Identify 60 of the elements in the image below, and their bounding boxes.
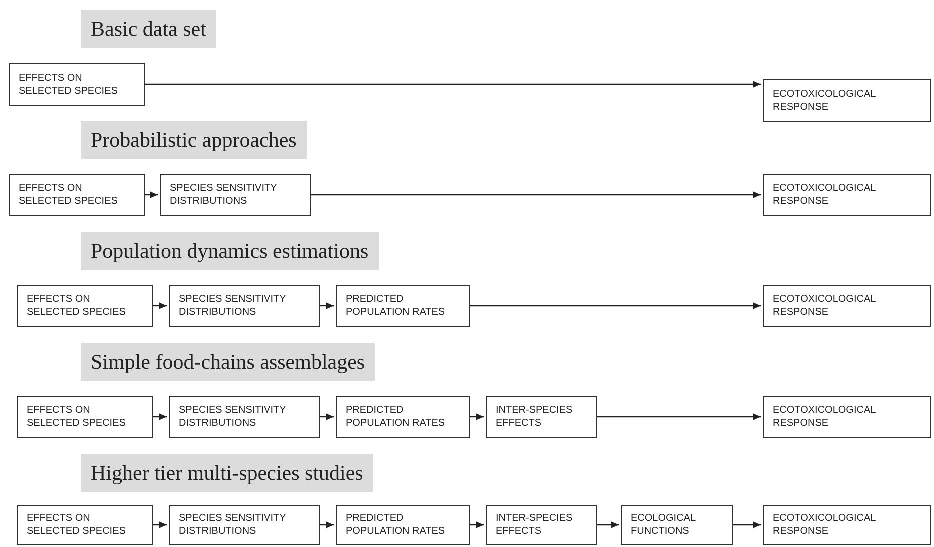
- box-label: ECOLOGICAL FUNCTIONS: [631, 512, 697, 538]
- process-box: [169, 396, 320, 438]
- box-label: EFFECTS ON SELECTED SPECIES: [27, 404, 127, 430]
- arrow: [311, 192, 761, 198]
- process-box: [336, 505, 470, 545]
- process-box: [763, 396, 931, 438]
- arrow: [145, 81, 761, 88]
- process-box: [336, 396, 470, 438]
- box-label: SPECIES SENSITIVITY DISTRIBUTIONS: [179, 404, 288, 430]
- arrow: [597, 414, 761, 420]
- process-box: [169, 505, 320, 545]
- process-box: [763, 285, 931, 327]
- process-box: [763, 505, 931, 545]
- box-label: PREDICTED POPULATION RATES: [346, 512, 446, 538]
- process-box: [17, 396, 153, 438]
- arrow: [597, 522, 619, 528]
- section-heading: Basic data set: [81, 10, 216, 48]
- process-box: [9, 174, 145, 216]
- arrow: [320, 522, 334, 528]
- arrow: [320, 414, 334, 420]
- arrow: [153, 302, 167, 310]
- section-heading: Simple food-chains assemblages: [81, 343, 376, 381]
- process-box: [17, 285, 153, 327]
- box-label: EFFECTS ON SELECTED SPECIES: [27, 512, 127, 538]
- process-box: [763, 79, 931, 122]
- process-box: [336, 285, 470, 327]
- process-box: [160, 174, 311, 216]
- box-label: ECOTOXICOLOGICAL RESPONSE: [773, 293, 877, 319]
- box-label: INTER-SPECIES EFFECTS: [496, 404, 574, 430]
- arrow: [470, 414, 484, 420]
- box-label: SPECIES SENSITIVITY DISTRIBUTIONS: [179, 293, 288, 319]
- process-box: [763, 174, 931, 216]
- process-box: [486, 396, 597, 438]
- section-heading: Probabilistic approaches: [81, 121, 307, 159]
- arrow: [153, 414, 167, 420]
- arrow: [145, 192, 158, 198]
- box-label: EFFECTS ON SELECTED SPECIES: [19, 72, 119, 98]
- box-label: PREDICTED POPULATION RATES: [346, 293, 446, 319]
- box-label: ECOTOXICOLOGICAL RESPONSE: [773, 404, 877, 430]
- section-heading: Population dynamics estimations: [81, 232, 379, 270]
- box-label: ECOTOXICOLOGICAL RESPONSE: [773, 88, 877, 114]
- process-box: [17, 505, 153, 545]
- arrow: [733, 522, 761, 528]
- section-heading: Higher tier multi-species studies: [81, 454, 374, 492]
- process-box: [169, 285, 320, 327]
- process-box: [9, 63, 145, 106]
- box-label: SPECIES SENSITIVITY DISTRIBUTIONS: [179, 512, 288, 538]
- process-box: [486, 505, 597, 545]
- box-label: EFFECTS ON SELECTED SPECIES: [27, 293, 127, 319]
- arrow: [470, 522, 484, 528]
- box-label: ECOTOXICOLOGICAL RESPONSE: [773, 182, 877, 208]
- box-label: INTER-SPECIES EFFECTS: [496, 512, 574, 538]
- arrow: [470, 302, 761, 310]
- box-label: ECOTOXICOLOGICAL RESPONSE: [773, 512, 877, 538]
- arrow: [153, 522, 167, 528]
- box-label: SPECIES SENSITIVITY DISTRIBUTIONS: [170, 182, 278, 208]
- arrow: [320, 302, 334, 310]
- process-box: [621, 505, 733, 545]
- box-label: PREDICTED POPULATION RATES: [346, 404, 446, 430]
- box-label: EFFECTS ON SELECTED SPECIES: [19, 182, 119, 208]
